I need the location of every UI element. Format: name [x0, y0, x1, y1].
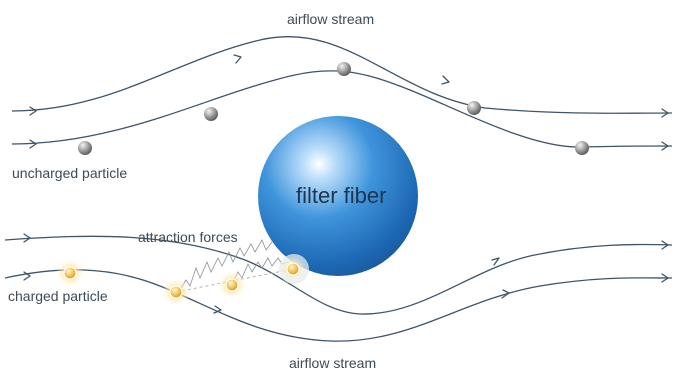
airflow-stream-line-upper-inner — [11, 70, 673, 148]
uncharged-particle — [337, 62, 351, 76]
uncharged-particle-label: uncharged particle — [12, 165, 127, 181]
flow-arrow-icon — [661, 273, 669, 283]
airflow-stream-label-top: airflow stream — [287, 11, 374, 27]
charged-particle — [63, 266, 77, 280]
flow-arrow-icon — [23, 233, 31, 243]
airflow-stream-line-lower-lower — [4, 269, 673, 342]
attraction-force-line — [179, 239, 273, 291]
airflow-stream-line-upper-outer — [11, 35, 673, 114]
attraction-forces-label: attraction forces — [138, 229, 238, 245]
filter-fiber — [258, 116, 418, 276]
flow-arrow-icon — [233, 54, 242, 64]
uncharged-particle — [78, 141, 92, 155]
flow-arrow-icon — [661, 108, 669, 118]
flow-arrow-icon — [441, 75, 450, 85]
flow-arrow-icon — [29, 139, 37, 149]
airflow-stream-label-bottom: airflow stream — [289, 355, 376, 371]
flow-arrow-icon — [661, 240, 669, 250]
flow-arrow-icon — [491, 257, 500, 266]
airflow-stream-line-lower-upper — [4, 235, 673, 315]
uncharged-particle — [467, 101, 481, 115]
charged-particle — [286, 262, 300, 276]
flow-arrow-icon — [23, 271, 31, 281]
attraction-path-dashed — [175, 268, 294, 293]
filter-fiber-label: filter fiber — [296, 183, 386, 208]
uncharged-particle — [204, 107, 218, 121]
uncharged-particle — [575, 141, 589, 155]
charged-particle — [225, 278, 239, 292]
charged-particle-label: charged particle — [8, 288, 108, 304]
flow-arrow-icon — [661, 141, 669, 151]
flow-arrow-icon — [213, 305, 222, 314]
charged-particle — [169, 285, 183, 299]
flow-arrow-icon — [501, 289, 510, 299]
flow-arrow-icon — [29, 106, 37, 116]
